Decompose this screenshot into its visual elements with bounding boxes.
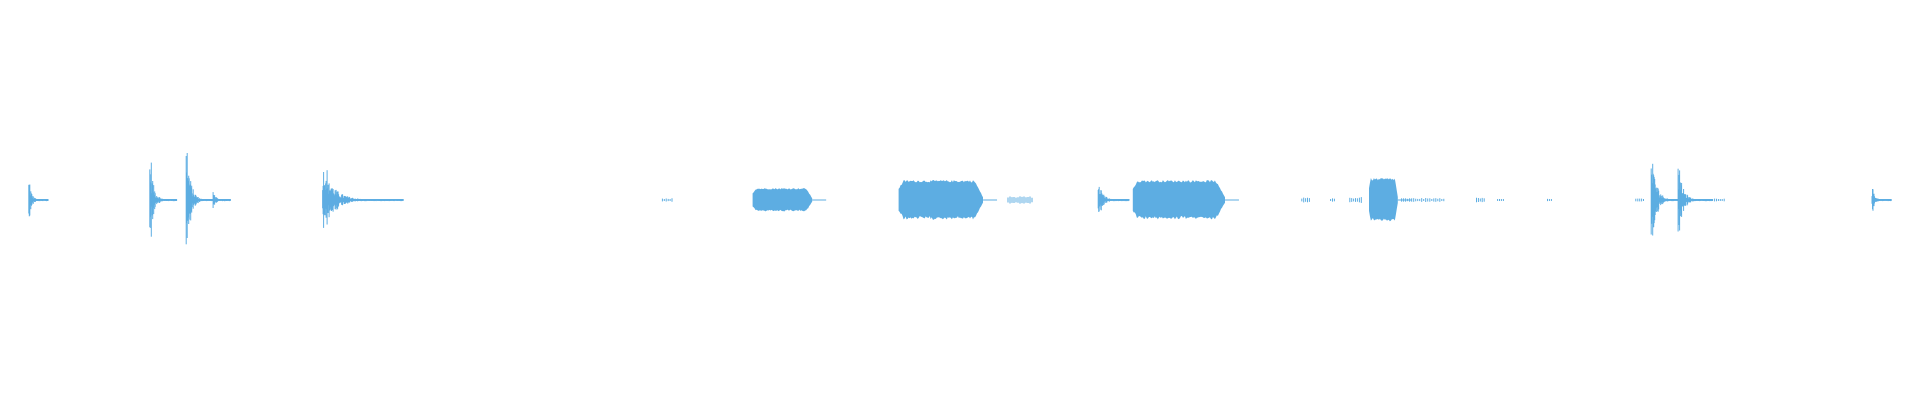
waveform-segment-spike	[28, 184, 49, 217]
waveform-envelope	[1132, 180, 1225, 220]
waveform-segment-block	[752, 188, 827, 212]
waveform-segment-dot	[1330, 198, 1335, 202]
waveform-segment-spike	[185, 153, 216, 245]
waveform-segment-spike	[322, 170, 404, 228]
waveform-segment-block	[898, 180, 998, 220]
waveform-segment-dot	[1476, 197, 1485, 203]
waveform-segment-dot	[661, 198, 667, 202]
waveform-segment-block	[1132, 180, 1239, 220]
waveform-envelope	[898, 180, 983, 220]
waveform-envelope	[1369, 178, 1398, 222]
waveform-segment-spike	[149, 162, 178, 237]
waveform-segment-dot	[1007, 196, 1033, 204]
waveform-segment-spike	[1677, 168, 1714, 232]
waveform-segment-spike	[1097, 186, 1130, 212]
waveform-segment-spike	[1650, 163, 1687, 236]
waveform-segment-dot	[1497, 199, 1504, 201]
waveform-segment-dot	[1635, 198, 1644, 202]
waveform-segment-dot	[1349, 197, 1362, 203]
waveform-segment-dot	[1401, 198, 1445, 202]
waveform-envelope	[752, 188, 813, 212]
waveform-segment-dot	[1547, 198, 1552, 202]
waveform-segment-dot	[1301, 197, 1310, 203]
waveform-segment-spike	[212, 192, 231, 208]
waveform-segment-dot	[667, 198, 673, 202]
waveform-segment-dot	[1714, 198, 1725, 202]
waveform-segment-spike	[1871, 189, 1892, 211]
